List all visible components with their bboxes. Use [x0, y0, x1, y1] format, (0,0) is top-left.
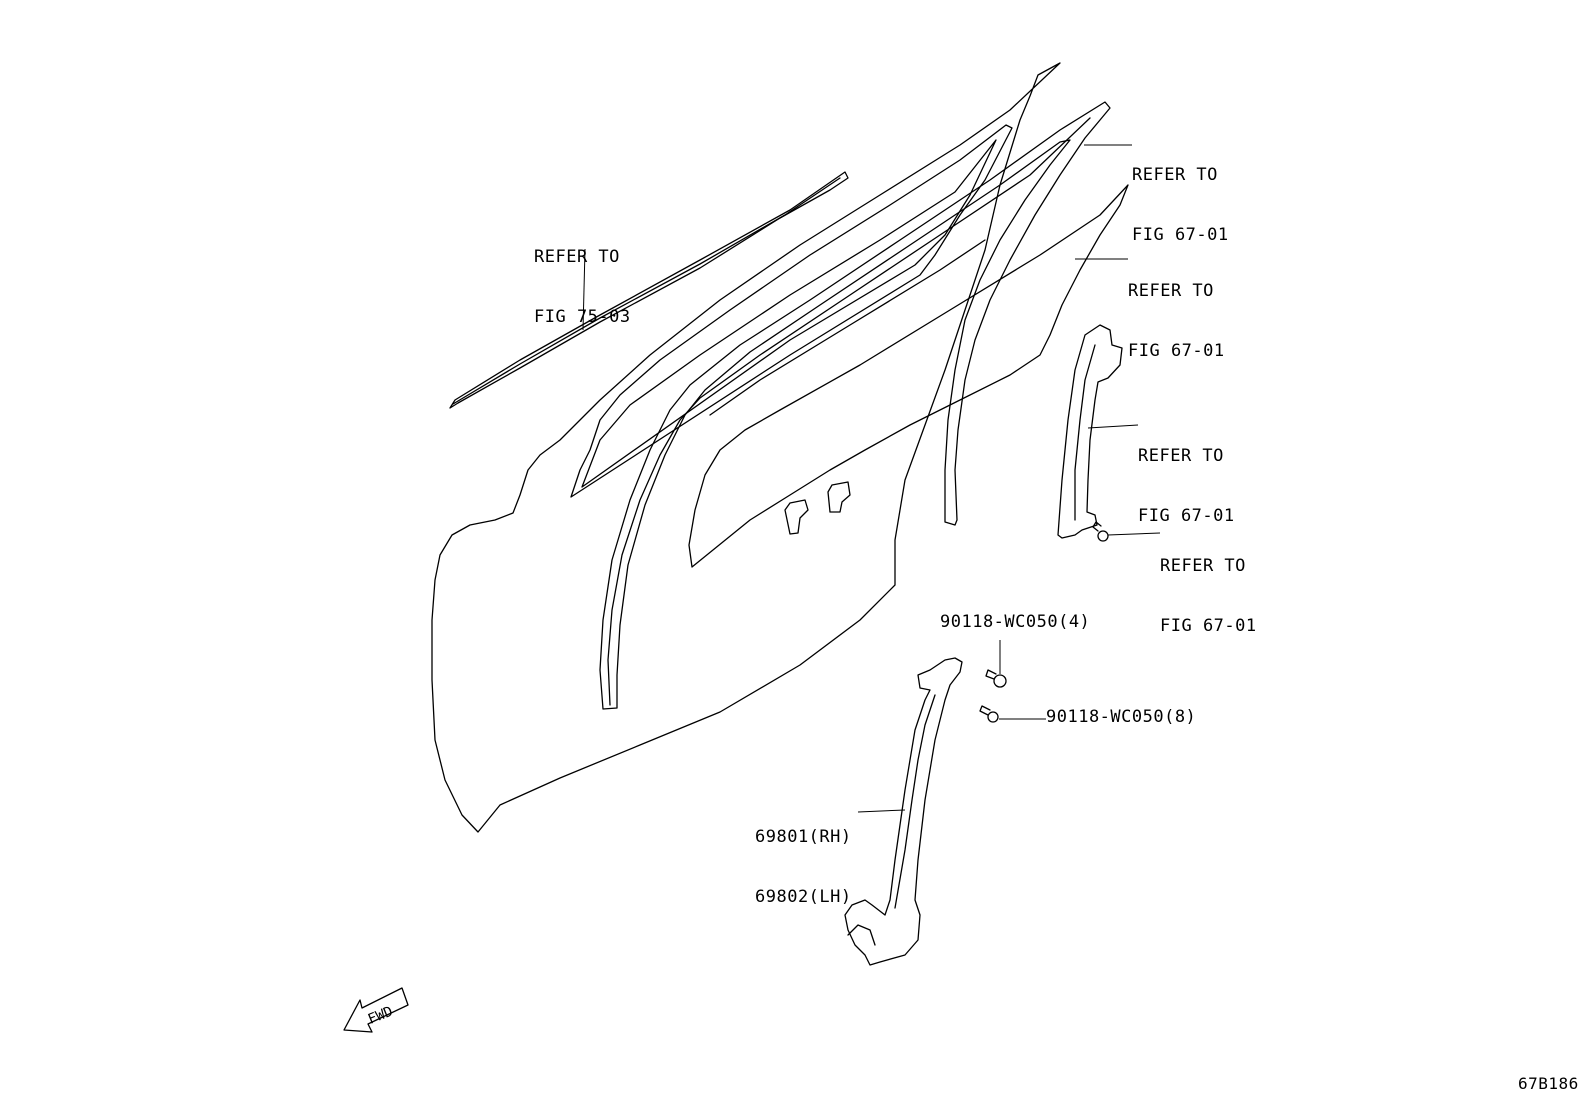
callout-line: FIG 67-01 — [1128, 341, 1225, 361]
belt-moulding-edge — [452, 177, 841, 405]
leader-rear-sash — [1087, 424, 1139, 429]
part-number-lh: 69802(LH) — [755, 887, 852, 907]
callout-line: REFER TO — [1138, 446, 1224, 466]
door-glass-edge — [709, 239, 986, 416]
door-window-frame — [570, 124, 1013, 498]
front-door-panel — [431, 62, 1061, 833]
regulator-bolt-lower-shank — [979, 705, 991, 716]
glass-bracket-left — [784, 499, 809, 535]
callout-line: FIG 75-03 — [534, 307, 631, 327]
part-number-bolt-upper: 90118-WC050(4) — [940, 612, 1091, 632]
part-number-regulator: 69801(RH) 69802(LH) — [755, 787, 852, 927]
window-regulator — [844, 657, 963, 966]
glass-bracket-right — [827, 481, 851, 513]
figure-code: 67B186 — [1518, 1074, 1579, 1093]
callout-rear-sash: REFER TO FIG 67-01 — [1138, 406, 1235, 546]
door-glass — [688, 184, 1129, 568]
run-channel-inner — [607, 117, 1091, 706]
belt-moulding — [449, 171, 849, 409]
leader-regulator — [857, 809, 906, 813]
callout-line: FIG 67-01 — [1138, 506, 1235, 526]
fwd-arrow-icon: FWD — [343, 987, 409, 1033]
callout-sash-bolt: REFER TO FIG 67-01 — [1160, 516, 1257, 656]
regulator-bolt-lower — [987, 711, 999, 723]
callout-line: FIG 67-01 — [1160, 616, 1257, 636]
rear-lower-sash — [1057, 324, 1123, 539]
fwd-label: FWD — [366, 1004, 395, 1028]
door-window-frame-inner — [581, 139, 997, 488]
leader-belt-moulding — [582, 248, 586, 331]
run-channel — [599, 101, 1111, 710]
callout-line: FIG 67-01 — [1132, 225, 1229, 245]
regulator-motor — [847, 924, 876, 946]
regulator-bolt-upper-shank — [985, 669, 997, 680]
part-number-rh: 69801(RH) — [755, 827, 852, 847]
regulator-bolt-upper — [993, 674, 1007, 688]
leader-sash-bolt — [1107, 532, 1161, 536]
callout-line: REFER TO — [1160, 556, 1246, 576]
callout-belt-moulding: REFER TO FIG 75-03 — [534, 207, 631, 347]
sash-bolt — [1097, 530, 1109, 542]
sash-bolt-shank — [1092, 521, 1102, 532]
callout-door-glass: REFER TO FIG 67-01 — [1128, 241, 1225, 381]
rear-lower-sash-inner — [1074, 344, 1096, 521]
callout-line: REFER TO — [1128, 281, 1214, 301]
callout-run-channel: REFER TO FIG 67-01 — [1132, 125, 1229, 265]
callout-line: REFER TO — [1132, 165, 1218, 185]
regulator-arm — [894, 694, 936, 909]
callout-line: REFER TO — [534, 247, 620, 267]
part-number-bolt-lower: 90118-WC050(8) — [1046, 707, 1197, 727]
